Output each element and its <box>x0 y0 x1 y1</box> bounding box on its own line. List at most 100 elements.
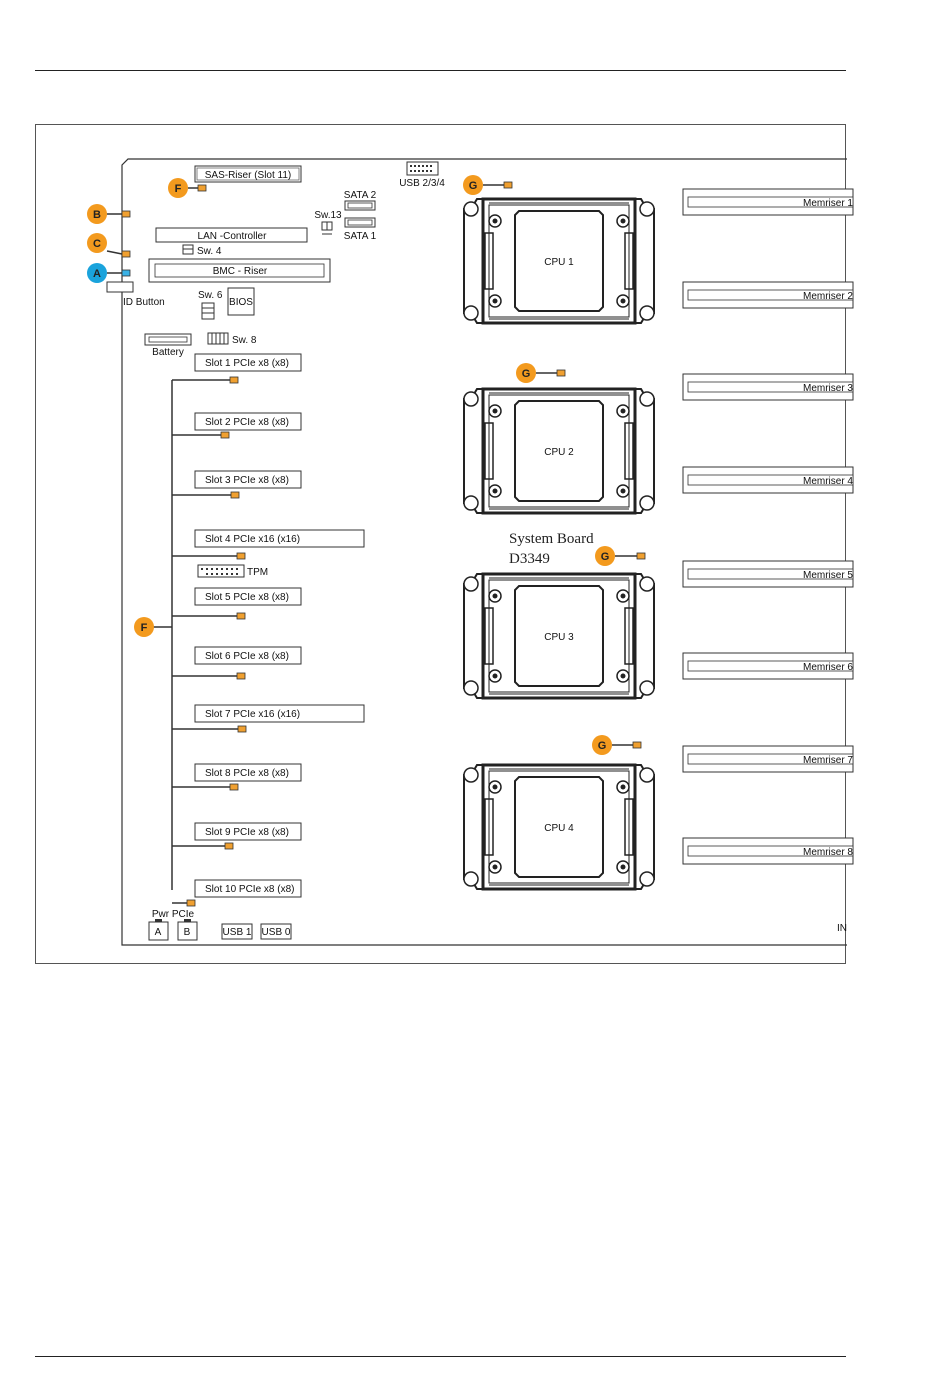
pwr-pcie-label: Pwr PCIe <box>152 909 195 920</box>
edge-mark: IN <box>837 923 847 934</box>
switch-4: Sw. 4 <box>182 244 222 257</box>
memriser-4: Memriser 4 <box>682 466 854 494</box>
cpu-socket-4: CPU 4 <box>462 763 656 891</box>
lan-controller: LAN -Controller <box>155 227 308 243</box>
memriser-3: Memriser 3 <box>682 373 854 401</box>
bottom-rule <box>35 1356 846 1357</box>
cpu-label: CPU 2 <box>544 447 574 458</box>
marker-g-cpu4: G <box>592 735 642 755</box>
pcie-slots: Slot 1 PCIe x8 (x8) Slot 2 PCIe x8 (x8) Sl… <box>172 353 365 907</box>
svg-text:B: B <box>93 209 101 221</box>
marker-g-cpu2: G <box>516 363 566 383</box>
pcie-slot-label: Slot 10 PCIe x8 (x8) <box>205 884 294 895</box>
svg-text:G: G <box>469 180 478 192</box>
marker-a: A <box>87 263 131 283</box>
slot-fault-led <box>236 612 246 620</box>
pcie-slot-2: Slot 2 PCIe x8 (x8) <box>172 412 302 439</box>
sw8-label: Sw. 8 <box>232 335 257 346</box>
sas-riser-label: SAS-Riser (Slot 11) <box>205 170 292 181</box>
sas-riser: SAS-Riser (Slot 11) <box>194 165 302 183</box>
slot-fault-led <box>186 899 196 907</box>
lan-label: LAN -Controller <box>198 231 268 242</box>
memriser-label: Memriser 1 <box>803 198 853 209</box>
marker-g-cpu3: G <box>595 546 646 566</box>
sw6-label: Sw. 6 <box>198 290 223 301</box>
bmc-riser: BMC - Riser <box>148 258 331 283</box>
pcie-slot-6: Slot 6 PCIe x8 (x8) <box>172 646 302 680</box>
svg-text:G: G <box>522 368 531 380</box>
svg-text:G: G <box>601 551 610 563</box>
cpu-socket-2: CPU 2 <box>462 387 656 515</box>
board-diagram: SAS-Riser (Slot 11) USB 2/3/4 SATA 2 SAT… <box>87 158 854 946</box>
usb-234-label: USB 2/3/4 <box>399 178 445 189</box>
memriser-2: Memriser 2 <box>682 281 854 309</box>
usb1-label: USB 1 <box>223 927 252 938</box>
sata1-label: SATA 1 <box>344 231 377 242</box>
pcie-slot-label: Slot 6 PCIe x8 (x8) <box>205 651 289 662</box>
memriser-label: Memriser 2 <box>803 291 853 302</box>
pcie-slot-4: Slot 4 PCIe x16 (x16) <box>172 529 365 560</box>
top-rule <box>35 70 846 71</box>
sw13-label: Sw.13 <box>314 210 342 221</box>
pcie-slot-9: Slot 9 PCIe x8 (x8) <box>172 822 302 850</box>
pcie-slot-3: Slot 3 PCIe x8 (x8) <box>172 470 302 499</box>
usb0-label: USB 0 <box>262 927 291 938</box>
cpu-label: CPU 3 <box>544 632 574 643</box>
memriser-7: Memriser 7 <box>682 745 854 773</box>
memriser-label: Memriser 4 <box>803 476 853 487</box>
id-button-label: ID Button <box>123 297 165 308</box>
slot-fault-led <box>229 783 239 791</box>
bios-label: BIOS <box>229 297 253 308</box>
marker-g-cpu1: G <box>463 175 513 195</box>
pcie-slot-label: Slot 1 PCIe x8 (x8) <box>205 358 289 369</box>
usb-234-header: USB 2/3/4 <box>399 161 445 189</box>
pcie-slot-label: Slot 2 PCIe x8 (x8) <box>205 417 289 428</box>
sw4-label: Sw. 4 <box>197 246 222 257</box>
memriser-label: Memriser 6 <box>803 662 853 673</box>
memriser-label: Memriser 7 <box>803 755 853 766</box>
memriser-5: Memriser 5 <box>682 560 854 588</box>
slot-fault-led <box>237 725 247 733</box>
svg-text:F: F <box>141 622 148 634</box>
cpu-sockets: CPU 1 CPU 2 CPU 3 CPU 4 <box>462 197 656 891</box>
switch-6: Sw. 6 <box>198 290 223 320</box>
usb-ports: USB 1 USB 0 <box>221 923 292 940</box>
svg-text:F: F <box>175 183 182 195</box>
pcie-slot-label: Slot 8 PCIe x8 (x8) <box>205 768 289 779</box>
slot-fault-led <box>236 672 246 680</box>
id-button: ID Button <box>106 281 165 308</box>
pcie-slot-label: Slot 4 PCIe x16 (x16) <box>205 534 300 545</box>
cpu-label: CPU 1 <box>544 257 574 268</box>
sata-connectors: SATA 2 SATA 1 <box>344 190 377 242</box>
memriser-label: Memriser 5 <box>803 570 853 581</box>
slot-fault-led <box>229 376 239 384</box>
pcie-slot-label: Slot 7 PCIe x16 (x16) <box>205 709 300 720</box>
svg-text:C: C <box>93 238 101 250</box>
board-model: D3349 <box>509 551 550 567</box>
pcie-slot-1: Slot 1 PCIe x8 (x8) <box>172 353 302 384</box>
cpu-socket-3: CPU 3 <box>462 572 656 700</box>
pwr-b-label: B <box>184 927 191 938</box>
memriser-label: Memriser 8 <box>803 847 853 858</box>
switch-8: Sw. 8 <box>207 332 257 346</box>
marker-f-top: F <box>168 178 207 198</box>
svg-text:G: G <box>598 740 607 752</box>
battery: Battery <box>144 333 192 358</box>
switch-13: Sw.13 <box>314 210 342 235</box>
marker-c: C <box>87 233 131 258</box>
pcie-slot-8: Slot 8 PCIe x8 (x8) <box>172 763 302 791</box>
tpm-label: TPM <box>247 567 268 578</box>
slot-fault-led <box>224 842 234 850</box>
memriser-label: Memriser 3 <box>803 383 853 394</box>
slot-fault-led <box>236 552 246 560</box>
svg-text:A: A <box>93 268 101 280</box>
sata2-label: SATA 2 <box>344 190 377 201</box>
bmc-label: BMC - Riser <box>213 266 268 277</box>
system-board-figure: SAS-Riser (Slot 11) USB 2/3/4 SATA 2 SAT… <box>35 124 854 964</box>
pcie-slot-5: Slot 5 PCIe x8 (x8) <box>172 587 302 620</box>
slot-fault-led <box>230 491 240 499</box>
pwr-pcie-connectors: Pwr PCIe A B <box>148 909 198 941</box>
memriser-6: Memriser 6 <box>682 652 854 680</box>
marker-b: B <box>87 204 131 224</box>
bios-chip: BIOS <box>227 287 255 316</box>
